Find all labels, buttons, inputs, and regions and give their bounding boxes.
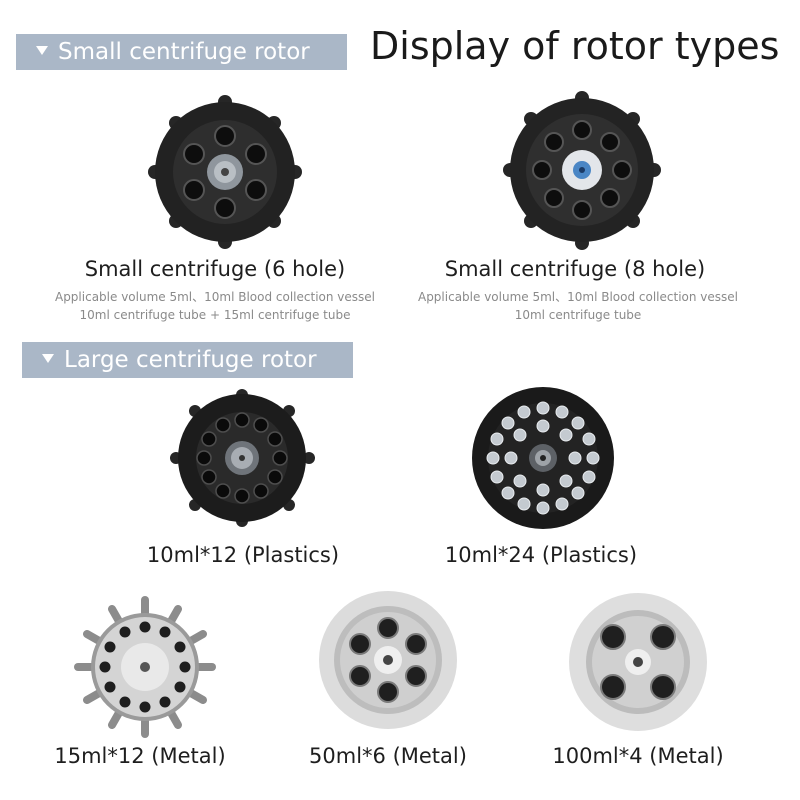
rotor-detail-small-6-hole-line1: Applicable volume 5ml、10ml Blood collect… [54,290,376,304]
rotor-name-10ml-12-plastics: 10ml*12 (Plastics) [146,543,340,567]
rotor-image-15ml-12-metal [74,596,216,738]
rotor-name-100ml-4-metal: 100ml*4 (Metal) [552,744,724,768]
section-tag-small: Small centrifuge rotor [16,34,347,70]
rotor-detail-small-8-hole-line2: 10ml centrifuge tube [514,308,642,322]
rotor-image-small-6-hole [148,95,302,249]
rotor-name-10ml-24-plastics: 10ml*24 (Plastics) [444,543,638,567]
section-tag-large: Large centrifuge rotor [22,342,353,378]
rotor-image-small-8-hole [503,91,661,250]
rotor-image-100ml-4-metal [569,593,707,731]
rotor-image-10ml-12-plastics [170,389,315,527]
rotor-name-15ml-12-metal: 15ml*12 (Metal) [54,744,226,768]
rotor-image-50ml-6-metal [319,591,457,729]
triangle-down-icon [42,354,54,363]
rotor-detail-small-6-hole-line2: 10ml centrifuge tube + 15ml centrifuge t… [79,308,351,322]
triangle-down-icon [36,46,48,55]
rotor-name-small-8-hole: Small centrifuge (8 hole) [444,257,706,281]
rotor-image-10ml-24-plastics [472,387,614,529]
rotor-name-small-6-hole: Small centrifuge (6 hole) [84,257,346,281]
page-title: Display of rotor types [370,24,780,68]
rotor-detail-small-8-hole-line1: Applicable volume 5ml、10ml Blood collect… [417,290,739,304]
section-tag-large-label: Large centrifuge rotor [64,347,317,373]
rotor-name-50ml-6-metal: 50ml*6 (Metal) [309,744,467,768]
section-tag-small-label: Small centrifuge rotor [58,39,310,65]
